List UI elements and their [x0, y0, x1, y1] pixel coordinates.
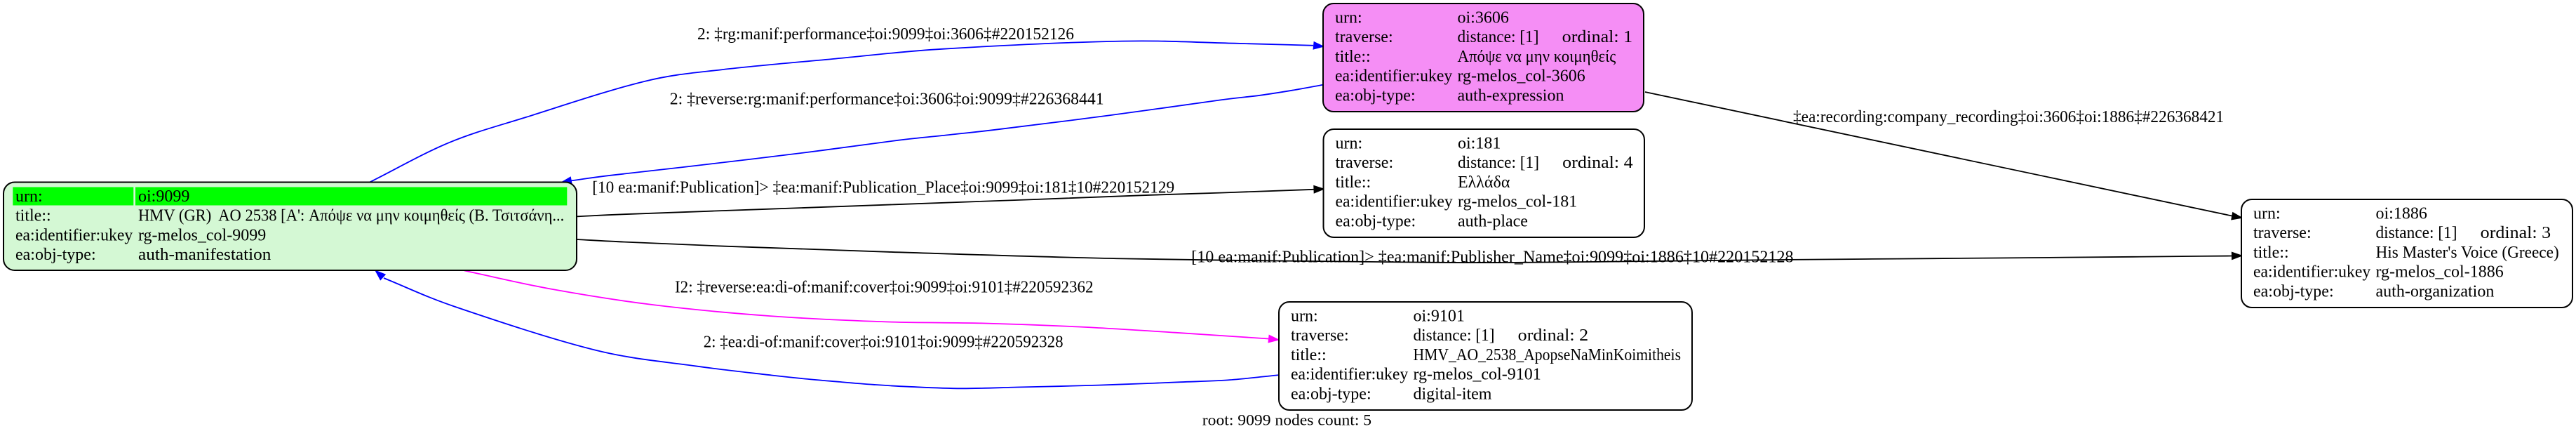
svg-text:rg-melos_col-9099: rg-melos_col-9099 [138, 226, 266, 244]
svg-text:ea:obj-type:: ea:obj-type: [2253, 282, 2334, 300]
svg-text:traverse:: traverse: [1291, 326, 1349, 345]
svg-text:ea:identifier:ukey: ea:identifier:ukey [1335, 67, 1452, 86]
svg-text:‡ea:recording:company_recordin: ‡ea:recording:company_recording‡oi:3606‡… [1793, 108, 2224, 126]
svg-text:title::: title:: [1336, 173, 1371, 192]
svg-text:2: ‡rg:manif:performance‡oi:90: 2: ‡rg:manif:performance‡oi:9099‡oi:3606… [697, 25, 1074, 44]
svg-text:digital-item: digital-item [1414, 385, 1492, 403]
svg-text:ea:obj-type:: ea:obj-type: [1335, 86, 1416, 105]
svg-text:oi:3606: oi:3606 [1458, 9, 1509, 27]
svg-text:ordinal: 3: ordinal: 3 [2481, 224, 2551, 242]
svg-text:auth-expression: auth-expression [1458, 86, 1564, 105]
svg-text:title::: title:: [1291, 346, 1327, 364]
svg-text:ea:identifier:ukey: ea:identifier:ukey [15, 226, 133, 244]
svg-text:urn:: urn: [1336, 135, 1363, 153]
svg-text:urn:: urn: [1335, 9, 1362, 27]
svg-text:His Master's Voice (Greece): His Master's Voice (Greece) [2376, 244, 2559, 262]
svg-text:distance: [1]: distance: [1] [2376, 224, 2457, 242]
svg-text:ea:identifier:ukey: ea:identifier:ukey [1291, 366, 1408, 384]
svg-text:root: 9099 nodes count: 5: root: 9099 nodes count: 5 [1202, 411, 1371, 429]
svg-text:traverse:: traverse: [1335, 28, 1393, 46]
svg-text:ordinal: 4: ordinal: 4 [1562, 154, 1632, 172]
svg-text:oi:9099: oi:9099 [138, 187, 189, 206]
svg-text:oi:181: oi:181 [1458, 135, 1501, 153]
svg-text:title::: title:: [2253, 244, 2289, 262]
svg-text:ea:obj-type:: ea:obj-type: [1291, 385, 1371, 403]
svg-text:traverse:: traverse: [1336, 154, 1394, 172]
svg-text:title::: title:: [15, 207, 51, 225]
svg-text:ea:identifier:ukey: ea:identifier:ukey [2253, 263, 2370, 282]
svg-text:ea:obj-type:: ea:obj-type: [1336, 212, 1416, 230]
svg-text:Ελλάδα: Ελλάδα [1458, 173, 1510, 192]
svg-text:Απόψε να μην κοιμηθείς: Απόψε να μην κοιμηθείς [1458, 48, 1616, 66]
svg-text:auth-manifestation: auth-manifestation [138, 246, 271, 264]
svg-text:ea:obj-type:: ea:obj-type: [15, 246, 96, 264]
svg-text:ordinal: 1: ordinal: 1 [1562, 28, 1632, 46]
svg-text:ordinal: 2: ordinal: 2 [1518, 326, 1588, 345]
svg-text:rg-melos_col-9101: rg-melos_col-9101 [1414, 366, 1541, 384]
svg-text:rg-melos_col-181: rg-melos_col-181 [1458, 193, 1577, 211]
svg-text:distance: [1]: distance: [1] [1458, 154, 1539, 172]
svg-text:rg-melos_col-3606: rg-melos_col-3606 [1458, 67, 1585, 86]
svg-text:urn:: urn: [2253, 205, 2281, 223]
svg-text:HMV (GR) AO 2538 [A': Απόψε ν: HMV (GR) AO 2538 [A': Απόψε να μην κοιμη… [138, 207, 564, 225]
svg-text:distance: [1]: distance: [1] [1414, 326, 1495, 345]
svg-text:urn:: urn: [15, 187, 43, 206]
svg-text:auth-organization: auth-organization [2376, 282, 2495, 300]
svg-text:2: ‡ea:di-of:manif:cover‡oi:91: 2: ‡ea:di-of:manif:cover‡oi:9101‡oi:9099… [704, 333, 1064, 352]
svg-text:urn:: urn: [1291, 308, 1318, 326]
svg-text:ea:identifier:ukey: ea:identifier:ukey [1336, 193, 1453, 211]
svg-text:distance: [1]: distance: [1] [1458, 28, 1539, 46]
svg-text:[10 ea:manif:Publication]> ‡ea: [10 ea:manif:Publication]> ‡ea:manif:Pub… [1191, 249, 1793, 267]
svg-text:HMV_AO_2538_ApopseNaMinKoimith: HMV_AO_2538_ApopseNaMinKoimitheis [1414, 346, 1682, 364]
svg-text:title::: title:: [1335, 48, 1371, 66]
svg-text:[10 ea:manif:Publication]> ‡ea: [10 ea:manif:Publication]> ‡ea:manif:Pub… [592, 179, 1174, 197]
svg-text:traverse:: traverse: [2253, 224, 2312, 242]
svg-text:rg-melos_col-1886: rg-melos_col-1886 [2376, 263, 2504, 282]
svg-text:2: ‡reverse:rg:manif:performan: 2: ‡reverse:rg:manif:performance‡oi:3606… [670, 90, 1104, 108]
svg-text:oi:9101: oi:9101 [1414, 308, 1465, 326]
svg-text:I2: ‡reverse:ea:di-of:manif:co: I2: ‡reverse:ea:di-of:manif:cover‡oi:909… [675, 279, 1094, 297]
svg-text:oi:1886: oi:1886 [2376, 205, 2427, 223]
svg-text:auth-place: auth-place [1458, 212, 1528, 230]
